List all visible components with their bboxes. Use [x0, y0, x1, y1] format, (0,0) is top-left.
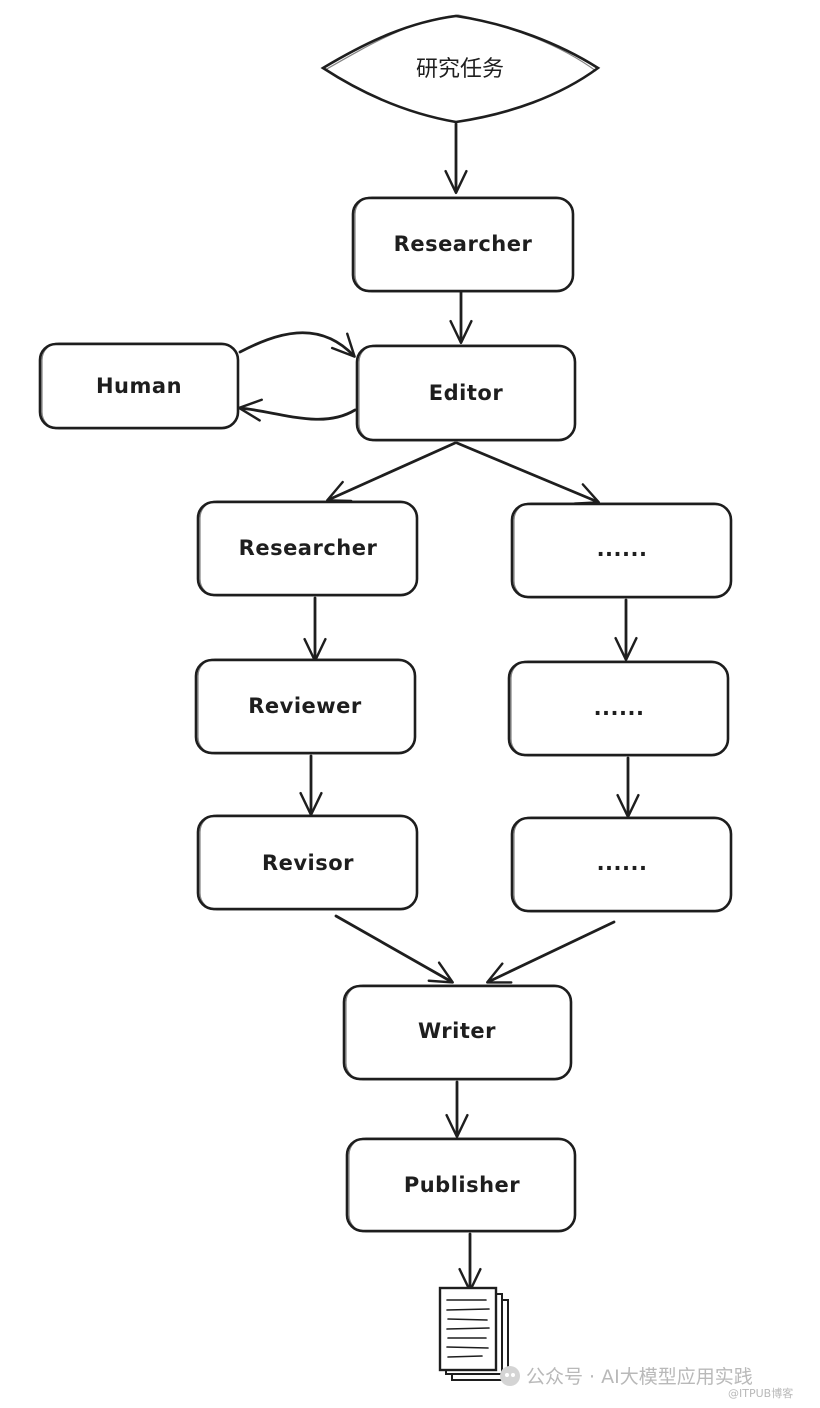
reviewer-node-label: Reviewer	[248, 694, 362, 718]
start-node-label: 研究任务	[416, 57, 504, 82]
document-stack-icon	[438, 1286, 509, 1381]
watermark-main-text: 公众号 · AI大模型应用实践	[526, 1366, 753, 1388]
researcher-node-label: Researcher	[394, 232, 533, 256]
watermark-sub: @ITPUB博客	[728, 1387, 794, 1400]
edge-right-step3-to-writer	[486, 920, 616, 984]
human-node: Human	[38, 342, 240, 430]
revisor-node-label: Revisor	[262, 851, 354, 875]
edge-editor-to-left-researcher	[325, 441, 457, 503]
right-step2-node: ......	[507, 660, 730, 757]
watermark: 公众号 · AI大模型应用实践	[500, 1362, 753, 1389]
edge-editor-to-right-step1	[455, 441, 601, 505]
revisor-node: Revisor	[196, 814, 419, 911]
right-step1-node: ......	[510, 502, 733, 599]
edge-editor-to-human	[237, 398, 357, 422]
right-step1-node-label: ......	[597, 537, 648, 561]
edge-revisor-to-writer	[334, 914, 454, 984]
publisher-node: Publisher	[345, 1137, 577, 1233]
start-node: 研究任务	[320, 14, 601, 124]
edge-human-to-editor	[238, 331, 356, 358]
left-researcher-node-label: Researcher	[239, 536, 378, 560]
editor-node: Editor	[355, 344, 577, 442]
edges	[237, 122, 640, 1293]
human-node-label: Human	[96, 374, 182, 398]
writer-node: Writer	[342, 984, 573, 1081]
reviewer-node: Reviewer	[194, 658, 417, 755]
editor-node-label: Editor	[429, 381, 504, 405]
right-step3-node: ......	[510, 816, 733, 913]
writer-node-label: Writer	[418, 1019, 496, 1043]
researcher-node: Researcher	[351, 196, 575, 293]
left-researcher-node: Researcher	[196, 500, 419, 597]
right-step3-node-label: ......	[597, 851, 648, 875]
wechat-icon	[500, 1365, 520, 1386]
publisher-node-label: Publisher	[404, 1173, 520, 1197]
right-step2-node-label: ......	[594, 696, 645, 720]
